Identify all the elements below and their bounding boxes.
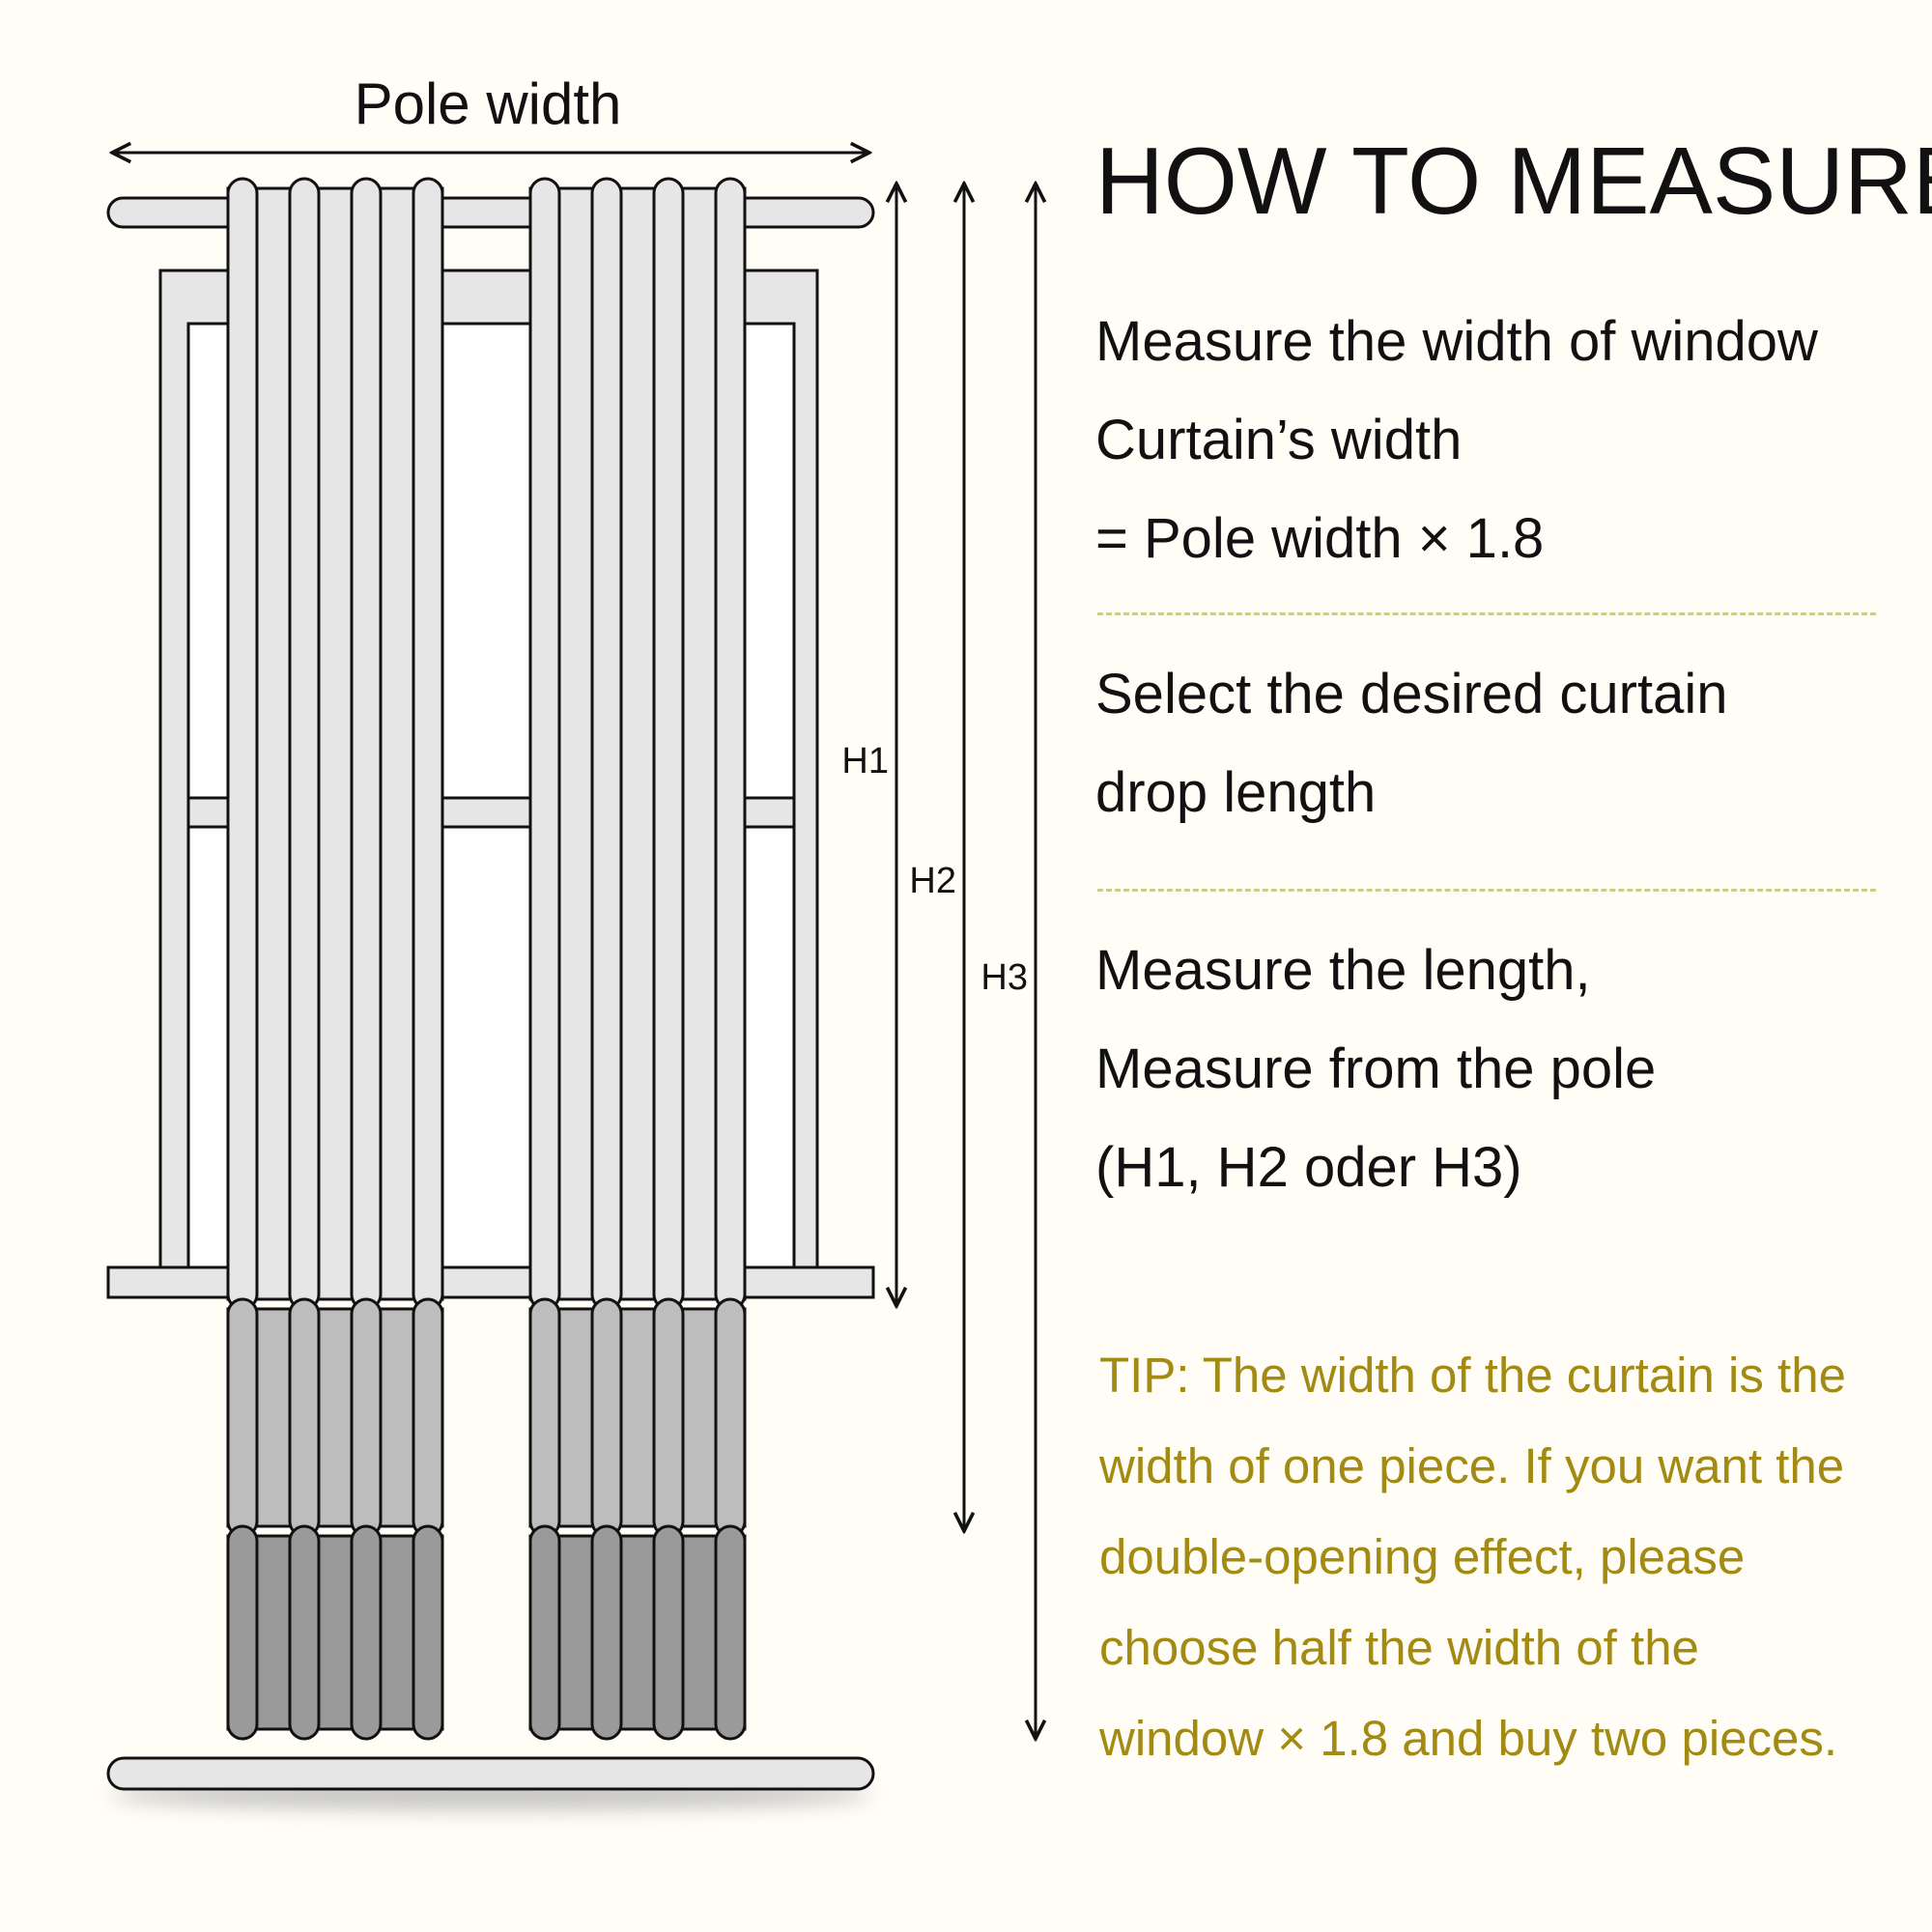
h3-label: H3 [980,957,1028,998]
curtain-pleat [714,1524,747,1741]
curtain-pleat [652,177,685,1311]
curtain-pleat [226,1297,259,1538]
curtain-fabric-back [226,186,444,1301]
tip-line-4: choose half the width of the [1099,1620,1699,1675]
curtain-pleat [714,177,747,1311]
pole-width-label: Pole width [355,71,622,136]
divider-2 [1097,889,1876,892]
curtain-fabric-back [226,1307,444,1528]
pole-width-dimension: Pole width [112,71,869,153]
curtain-panel-left [226,177,444,1741]
curtain-pole [106,196,875,229]
page-title: HOW TO MEASURE [1095,128,1932,234]
curtain-pleat [714,1297,747,1538]
curtain-pleat [528,177,561,1311]
drop-instruction-line-2: drop length [1095,761,1377,824]
curtain-fabric-back [528,186,747,1301]
curtain-pleat [350,1297,383,1538]
curtain-pleat [288,1524,321,1741]
h1-label: H1 [841,741,889,781]
window-sill [106,1265,875,1299]
curtain-pleat [412,1524,444,1741]
h2-label: H2 [909,861,956,901]
curtain-pleat [350,1524,383,1741]
curtain-pleat [652,1524,685,1741]
curtain-fabric-back [528,1307,747,1528]
curtain-pleat [350,177,383,1311]
width-instruction-line-1: Measure the width of window [1095,310,1818,373]
curtain-pleat [412,177,444,1311]
curtain-pleat [528,1297,561,1538]
h2-dimension: H2 [909,184,964,1531]
divider-1 [1097,612,1876,615]
h3-dimension: H3 [980,184,1036,1739]
tip-line-3: double-opening effect, please [1099,1529,1746,1584]
floor-bar [106,1756,875,1791]
curtain-pleat [412,1297,444,1538]
curtain-measurement-diagram: Pole width H1 H2 H3 [106,71,1063,1810]
width-instruction-line-2: Curtain’s width [1095,409,1463,471]
curtain-pleat [226,1524,259,1741]
width-instruction-line-3: = Pole width × 1.8 [1095,507,1545,570]
length-instruction-line-1: Measure the length, [1095,939,1591,1002]
curtain-pleat [590,1297,623,1538]
tip-line-1: TIP: The width of the curtain is the [1099,1348,1846,1403]
length-instruction-line-3: (H1, H2 oder H3) [1095,1136,1522,1199]
curtain-pleat [590,177,623,1311]
curtain-pleat [288,1297,321,1538]
length-instruction-line-2: Measure from the pole [1095,1037,1657,1100]
curtain-pleat [528,1524,561,1741]
h1-dimension: H1 [841,184,896,1306]
curtain-pleat [226,177,259,1311]
curtain-panels [226,177,747,1741]
window-frame [106,269,875,1299]
curtain-pleat [590,1524,623,1741]
tip-line-2: width of one piece. If you want the [1099,1438,1845,1493]
curtain-panel-right [528,177,747,1741]
curtain-pleat [652,1297,685,1538]
drop-instruction-line-1: Select the desired curtain [1095,663,1728,725]
curtain-pleat [288,177,321,1311]
tip-line-5: window × 1.8 and buy two pieces. [1099,1711,1838,1766]
curtain-fabric-back [528,1534,747,1731]
curtain-fabric-back [226,1534,444,1731]
